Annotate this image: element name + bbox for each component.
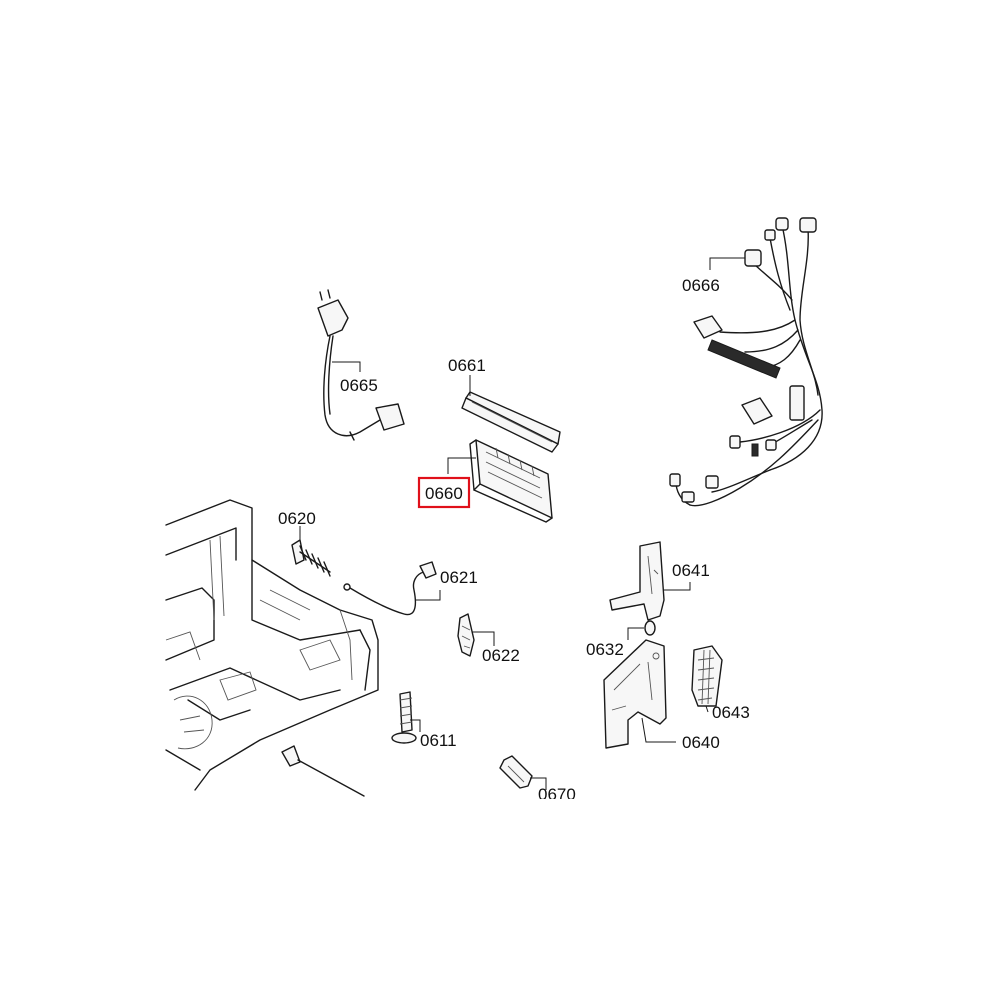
leader-0660 — [447, 457, 476, 474]
part-label-0621[interactable]: 0621 — [440, 568, 478, 587]
part-label-0643[interactable]: 0643 — [712, 703, 750, 722]
wiring-harness-0666[interactable] — [669, 217, 823, 507]
adjustable-foot-0611[interactable] — [391, 691, 417, 744]
leader-0643 — [705, 705, 709, 713]
washer-0632[interactable] — [644, 620, 656, 636]
cover-strip-0661[interactable] — [461, 391, 561, 453]
hinge-plate-0640[interactable] — [603, 639, 667, 749]
adjusting-rod — [281, 745, 365, 797]
part-label-0660[interactable]: 0660 — [425, 484, 463, 503]
base-frame — [165, 499, 379, 791]
part-label-0661[interactable]: 0661 — [448, 356, 486, 375]
part-label-0620[interactable]: 0620 — [278, 509, 316, 528]
part-label-0622[interactable]: 0622 — [482, 646, 520, 665]
spring-0620[interactable] — [291, 539, 331, 577]
part-label-0640[interactable]: 0640 — [682, 733, 720, 752]
part-label-0611[interactable]: 0611 — [420, 731, 457, 750]
connector-block-0643[interactable] — [691, 645, 723, 707]
leader-0611 — [410, 719, 421, 732]
highlight-box-0660 — [417, 476, 471, 509]
power-cord-0665[interactable] — [317, 289, 405, 441]
leader-0641 — [664, 582, 691, 591]
leader-0670 — [530, 777, 547, 790]
hinge-bracket-0641[interactable] — [609, 541, 665, 621]
panel-housing-0660[interactable] — [469, 439, 553, 523]
bottom-crop — [0, 799, 1000, 1000]
bracket-0670[interactable] — [499, 755, 533, 789]
leader-0621 — [416, 590, 441, 601]
leader-0622 — [472, 631, 495, 646]
leader-0640 — [641, 717, 676, 743]
part-label-0641[interactable]: 0641 — [672, 561, 710, 580]
part-label-0666[interactable]: 0666 — [682, 276, 720, 295]
leader-0632 — [627, 627, 644, 640]
leader-0665 — [332, 361, 361, 372]
leader-0666 — [709, 257, 745, 270]
sensor-cable-0621[interactable] — [343, 561, 437, 616]
part-label-0665[interactable]: 0665 — [340, 376, 378, 395]
clip-0622[interactable] — [457, 613, 475, 657]
part-label-0632[interactable]: 0632 — [586, 640, 624, 659]
